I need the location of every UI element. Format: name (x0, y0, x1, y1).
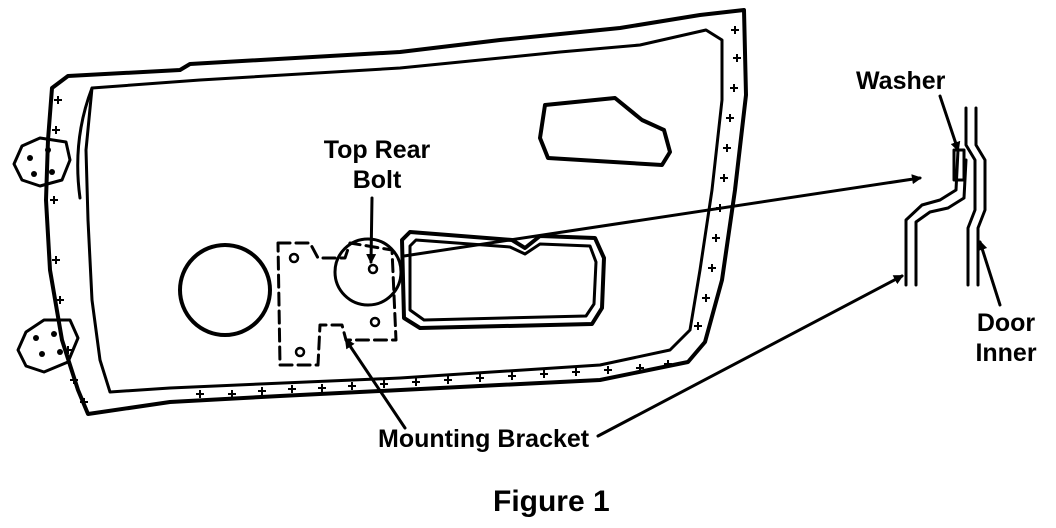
fastener-plus-mark (723, 144, 731, 152)
panel-curve-left (76, 86, 94, 200)
speaker (178, 243, 272, 337)
hinge-bolt-dot (33, 335, 39, 341)
fastener-plus-mark (708, 264, 716, 272)
top-rear-bolt-label-line1: Top Rear (323, 136, 431, 164)
fastener-plus-mark (572, 368, 580, 376)
fastener-plus-mark (508, 372, 516, 380)
hinge-bolt-dot (51, 331, 57, 337)
fastener-plus-mark (694, 322, 702, 330)
fastener-marks (50, 26, 741, 406)
upper-hinge (12, 136, 72, 188)
mounting-bracket-leader-2 (596, 274, 904, 438)
fastener-plus-mark (380, 380, 388, 388)
hinge-bolts (27, 147, 63, 357)
fastener-plus-mark (733, 54, 741, 62)
fastener-plus-mark (348, 382, 356, 390)
top-rear-bolt-label-line2: Bolt (352, 166, 402, 194)
fastener-plus-mark (196, 390, 204, 398)
fastener-plus-mark (54, 96, 62, 104)
fastener-plus-mark (228, 390, 236, 398)
fastener-plus-mark (52, 256, 60, 264)
detail-leader-to-section (402, 174, 922, 258)
bracket-hole-2 (367, 263, 379, 275)
mounting-bracket-leader-1 (344, 338, 407, 430)
fastener-plus-mark (412, 378, 420, 386)
fastener-plus-mark (540, 370, 548, 378)
door-panel-inner-edge (84, 28, 724, 394)
top-rear-bolt-leader (366, 196, 377, 264)
top-rear-bolt-detail-circle (333, 237, 403, 307)
fastener-plus-mark (444, 376, 452, 384)
fastener-plus-mark (64, 346, 72, 354)
hinge-bolt-dot (39, 351, 45, 357)
armrest-pocket-outer (400, 230, 606, 330)
hinge-bolt-dot (49, 169, 55, 175)
fastener-plus-mark (720, 174, 728, 182)
door-inner-leader (977, 240, 1002, 307)
door-inner-label: Door Inner (966, 308, 1046, 368)
lower-hinge (16, 318, 80, 374)
bracket-hole-1 (288, 252, 300, 264)
fastener-plus-mark (288, 385, 296, 393)
fastener-plus-mark (664, 360, 672, 368)
fastener-plus-mark (730, 84, 738, 92)
hinge-bolt-dot (57, 349, 63, 355)
fastener-plus-mark (702, 294, 710, 302)
fastener-plus-mark (712, 234, 720, 242)
fastener-plus-mark (52, 126, 60, 134)
fastener-plus-mark (731, 26, 739, 34)
mounting-bracket (276, 241, 398, 367)
hinge-bolt-dot (27, 155, 33, 161)
fastener-plus-mark (258, 387, 266, 395)
armrest-pocket-inner (408, 238, 598, 322)
hinge-bolt-dot (45, 147, 51, 153)
bracket-hole-3 (369, 316, 381, 328)
washer-label: Washer (856, 67, 946, 95)
door-inner-label-line1: Door (976, 309, 1036, 337)
door-panel-outer (44, 8, 748, 416)
fastener-plus-mark (636, 364, 644, 372)
handle-recess (538, 96, 672, 167)
fastener-plus-mark (80, 398, 88, 406)
washer-leader (938, 94, 961, 152)
fastener-plus-mark (476, 374, 484, 382)
fastener-plus-mark (50, 196, 58, 204)
fastener-plus-mark (726, 114, 734, 122)
fastener-plus-mark (70, 376, 78, 384)
bracket-hole-4 (294, 346, 306, 358)
door-inner-label-line2: Inner (975, 339, 1037, 367)
fastener-plus-mark (604, 366, 612, 374)
fastener-plus-mark (56, 296, 64, 304)
bracket-section-2 (914, 158, 968, 287)
mounting-bracket-label: Mounting Bracket (378, 425, 590, 453)
bracket-section (904, 148, 960, 287)
fastener-plus-mark (716, 204, 724, 212)
door-inner-section-outer (964, 106, 977, 287)
door-inner-section-inner (974, 106, 987, 287)
top-rear-bolt-label: Top Rear Bolt (312, 135, 442, 195)
fastener-plus-mark (318, 384, 326, 392)
hinge-bolt-dot (31, 171, 37, 177)
figure-caption: Figure 1 (493, 485, 610, 518)
